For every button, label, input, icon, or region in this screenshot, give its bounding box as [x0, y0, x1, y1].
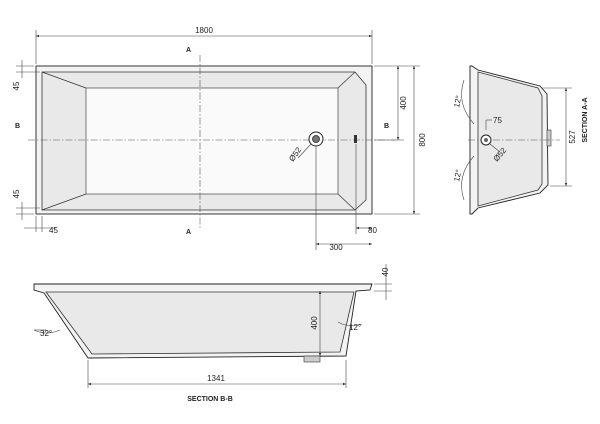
- dim-rim-bottom-label: 45: [12, 189, 21, 198]
- section-bb-basin: [45, 291, 355, 355]
- dim-depth-label: 400: [310, 316, 319, 330]
- section-bb-waste-pipe: [303, 355, 321, 363]
- section-bb-title: SECTION B-B: [187, 396, 233, 403]
- dim-overall-length-label: 1800: [195, 26, 213, 35]
- dim-waste-offset-label: 300: [329, 243, 343, 252]
- section-aa-angle-top-label: 12°: [452, 95, 463, 109]
- section-bb-angle-left-label: 32°: [40, 329, 52, 338]
- section-aa-title: SECTION A-A: [582, 97, 589, 142]
- plan-slope-lines: [41, 71, 356, 211]
- section-marker-a-bottom: A: [186, 229, 191, 236]
- dim-overall-width-label: 800: [418, 133, 427, 147]
- dim-waste-rim-label: 80: [368, 226, 377, 235]
- plan-overflow-icon: [354, 135, 357, 143]
- section-bb-angle-right-arc: [337, 321, 363, 326]
- section-aa-view: 75 Ø52 12° 12° 527 SECTION A-A: [452, 65, 589, 215]
- dim-rim-top-label: 45: [12, 81, 21, 90]
- dim-base-length-label: 1341: [207, 374, 225, 383]
- plan-view: Ø52 A A B B 1800 800 400 45 45 45: [12, 26, 427, 252]
- section-marker-b-left: B: [15, 123, 20, 130]
- section-aa-overflow-label: 75: [493, 116, 502, 125]
- section-aa-basin: [477, 71, 543, 207]
- section-bb-angle-right-label: 12°: [349, 323, 361, 332]
- section-bb-view: 40 400 32° 12° 1341 SECTION B-B: [33, 264, 392, 403]
- section-marker-b-right: B: [384, 123, 389, 130]
- dim-rim-height-label: 40: [381, 267, 390, 276]
- section-marker-a-top: A: [186, 47, 191, 54]
- plan-waste-leader: [297, 143, 312, 159]
- section-aa-angle-top-arc: [461, 79, 475, 125]
- dim-rim-left-label: 45: [49, 226, 58, 235]
- section-aa-waste-pipe: [546, 129, 552, 147]
- section-bb-angle-left-arc: [33, 329, 61, 334]
- plan-waste-icon: [312, 135, 320, 143]
- plan-floor: [85, 87, 339, 195]
- section-aa-overflow-core: [484, 138, 488, 142]
- section-aa-waste-leader: [489, 143, 501, 153]
- dim-half-width-label: 400: [399, 96, 408, 110]
- section-aa-angle-bottom-arc: [461, 155, 475, 201]
- dim-section-aa-height-label: 527: [568, 130, 577, 144]
- section-aa-angle-bottom-label: 12°: [452, 169, 463, 183]
